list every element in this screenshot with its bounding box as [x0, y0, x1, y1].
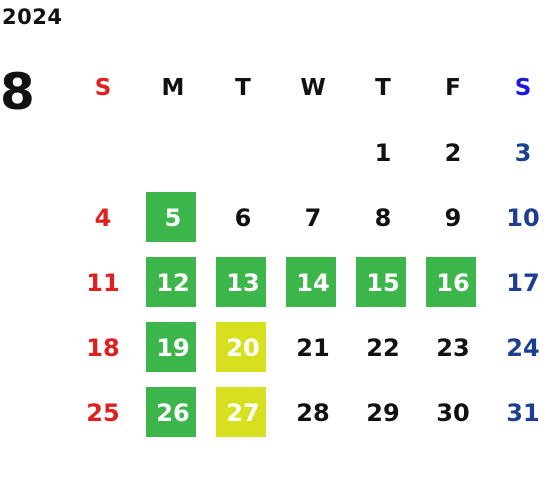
day-cell: 17 [506, 268, 540, 297]
weekday-header-friday: F [445, 74, 461, 101]
day-cell: 19 [138, 315, 208, 380]
day-cell: 10 [506, 203, 540, 232]
weekday-header-saturday: S [514, 74, 532, 101]
day-cell: 4 [94, 203, 112, 232]
day-cell: 29 [366, 398, 400, 427]
day-cell: 8 [374, 203, 392, 232]
day-cell: 6 [234, 203, 252, 232]
day-cell: 26 [138, 380, 208, 445]
day-cell [278, 120, 348, 185]
day-cell: 14 [278, 250, 348, 315]
day-cell: 15 [348, 250, 418, 315]
day-cell: 20 [208, 315, 278, 380]
day-cell: 16 [418, 250, 488, 315]
month-label: 8 [0, 63, 35, 121]
day-cell: 22 [366, 333, 400, 362]
day-cell: 3 [514, 138, 532, 167]
day-cell: 9 [444, 203, 462, 232]
day-cell: 7 [304, 203, 322, 232]
weekday-header-thursday: T [375, 74, 391, 101]
day-cell [68, 120, 138, 185]
day-cell [138, 120, 208, 185]
day-cell: 28 [296, 398, 330, 427]
day-cell: 31 [506, 398, 540, 427]
day-cell: 27 [208, 380, 278, 445]
day-cell: 1 [374, 138, 392, 167]
day-cell: 30 [436, 398, 470, 427]
weekday-header-wednesday: W [300, 74, 326, 101]
day-cell: 5 [138, 185, 208, 250]
day-cell: 13 [208, 250, 278, 315]
year-label: 2024 [2, 5, 63, 29]
day-cell: 2 [444, 138, 462, 167]
calendar-grid: S M T W T F S 1 2 3 4 5 6 7 8 9 10 11 12… [68, 55, 548, 445]
day-cell: 21 [296, 333, 330, 362]
day-cell: 24 [506, 333, 540, 362]
weekday-header-sunday: S [94, 74, 112, 101]
day-cell: 12 [138, 250, 208, 315]
day-cell [208, 120, 278, 185]
day-cell: 23 [436, 333, 470, 362]
day-cell: 11 [86, 268, 120, 297]
day-cell: 25 [86, 398, 120, 427]
weekday-header-monday: M [161, 74, 185, 101]
day-cell: 18 [86, 333, 120, 362]
weekday-header-tuesday: T [235, 74, 251, 101]
